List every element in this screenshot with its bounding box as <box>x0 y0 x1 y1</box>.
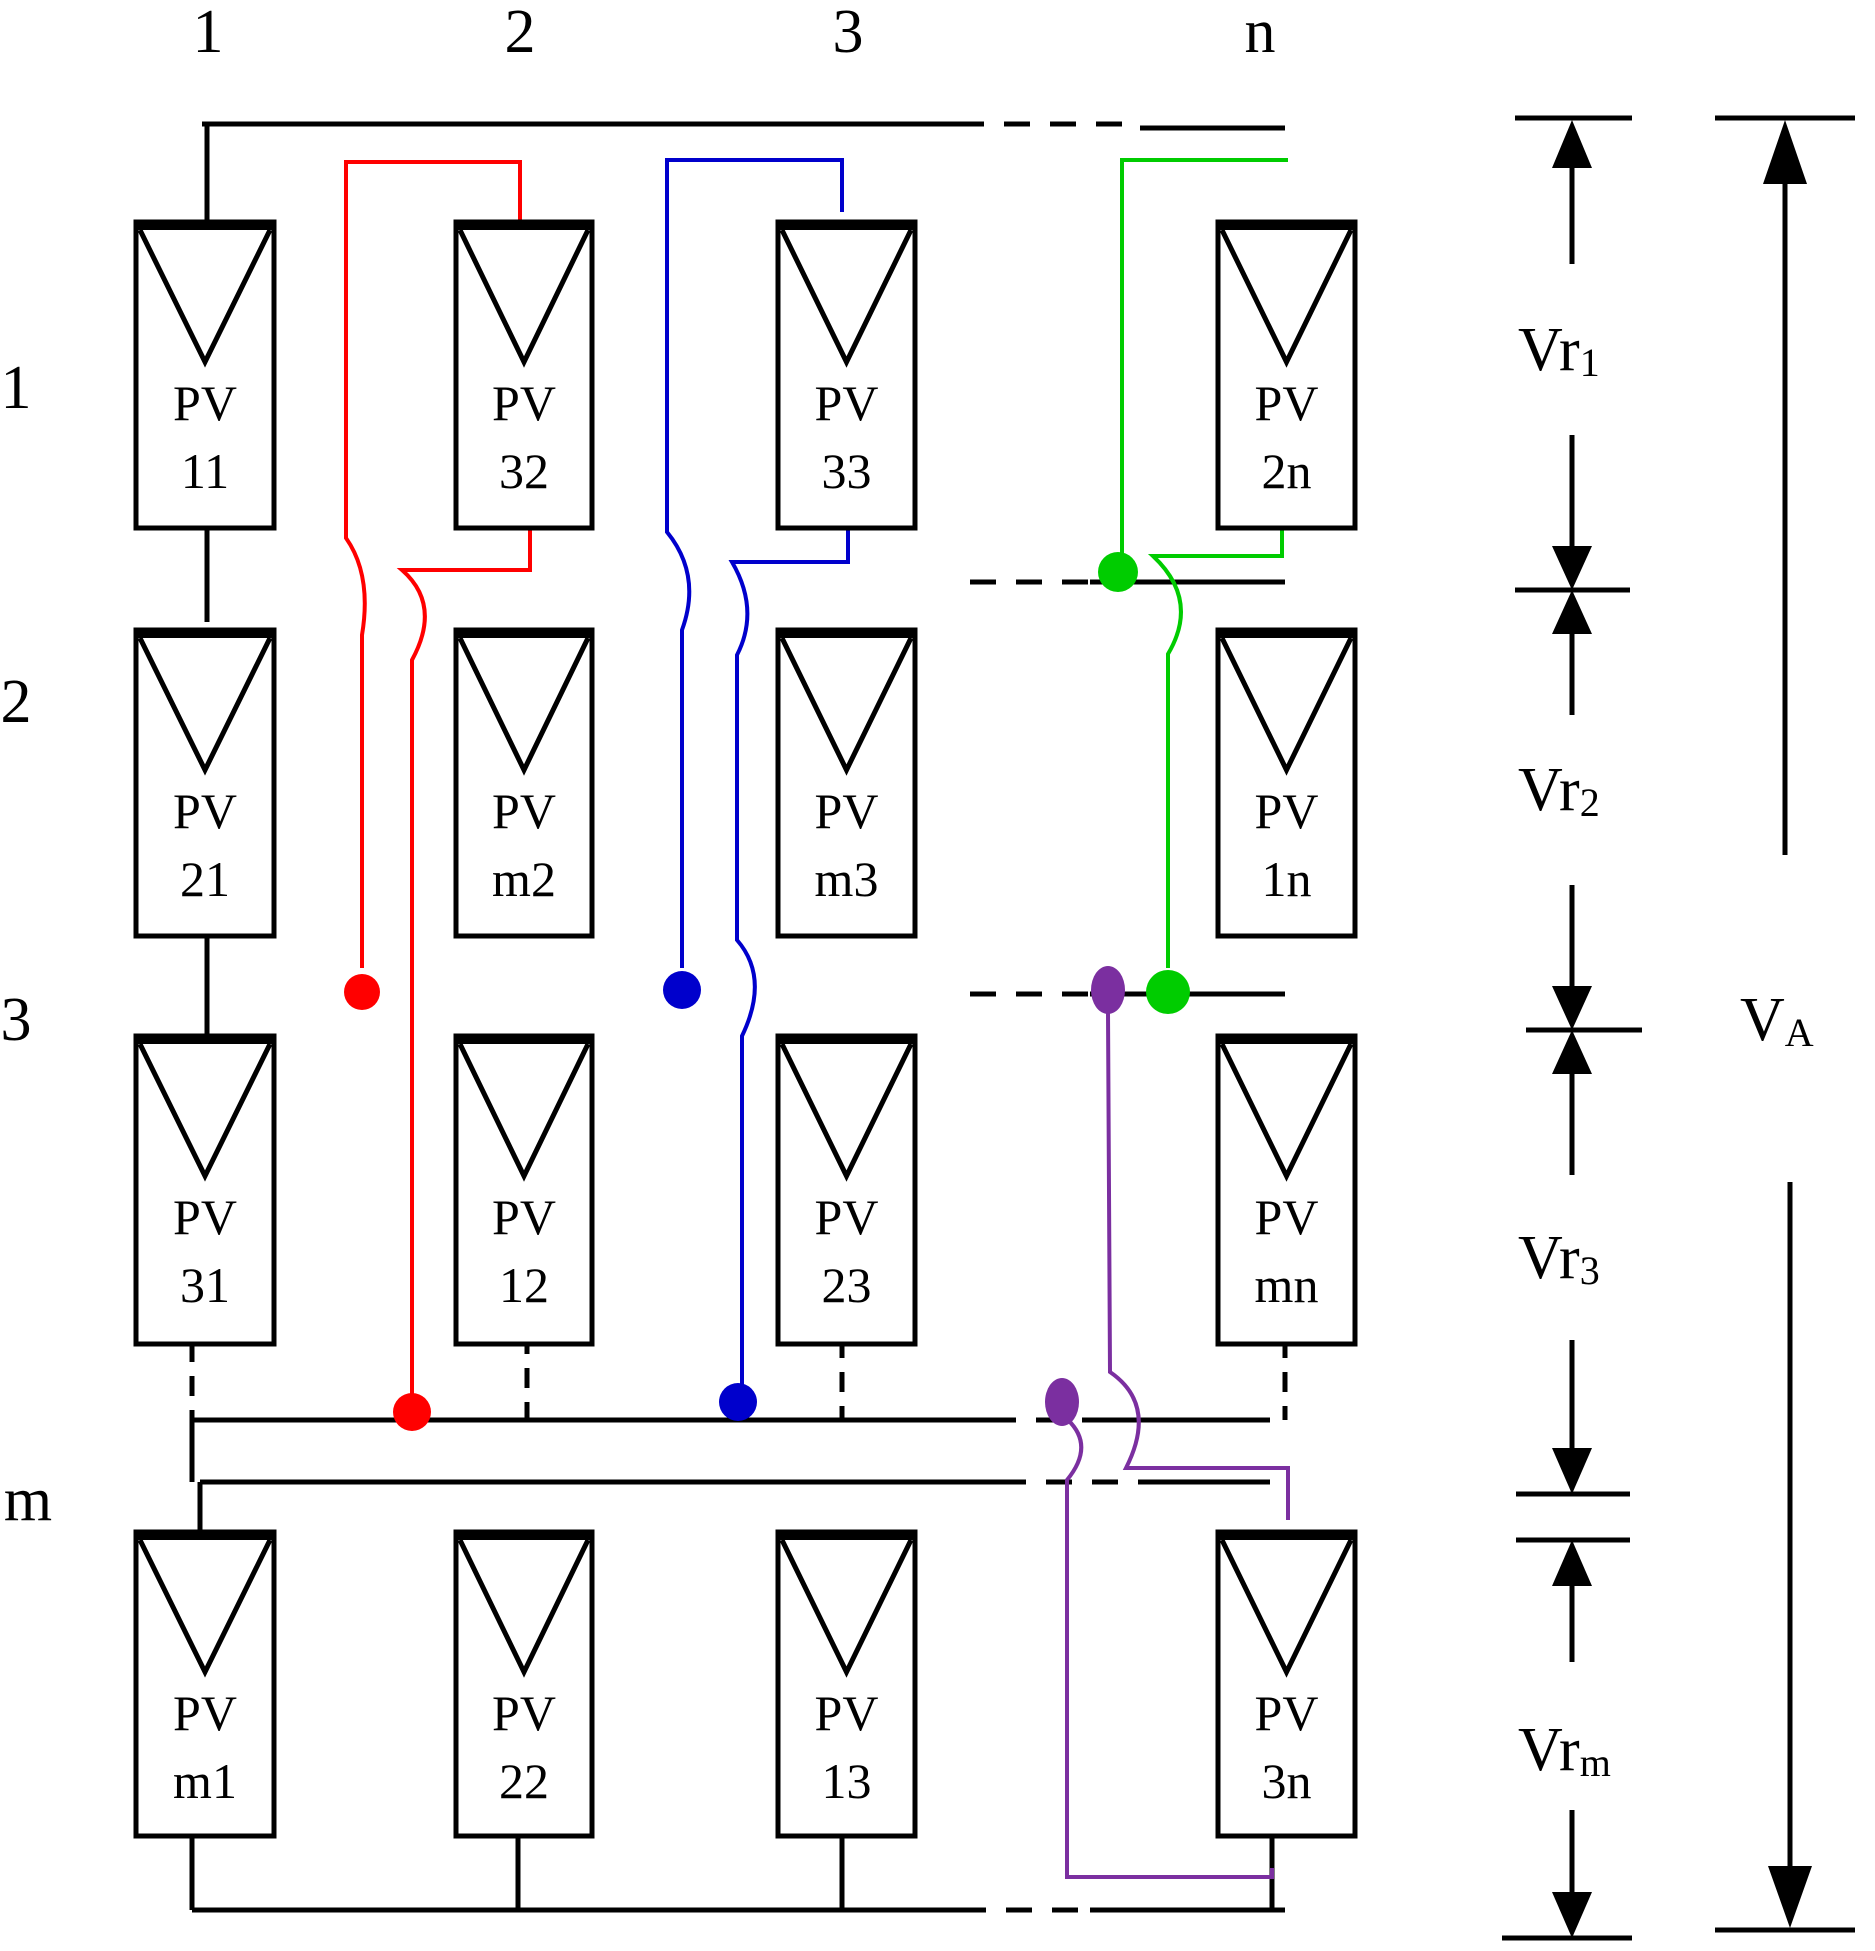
voltage-label-vr3: Vr3 <box>1518 1224 1600 1293</box>
pv-module: PV 13 <box>775 1529 918 1839</box>
pv-module: PV 1n <box>1215 627 1358 939</box>
pv-module-prefix: PV <box>492 375 556 431</box>
column-label: 3 <box>833 0 864 66</box>
purple-wiring <box>1045 966 1290 1879</box>
pv-module-id: 12 <box>499 1257 549 1313</box>
pv-module: PV 31 <box>133 1033 277 1347</box>
voltage-label-vrm: Vrm <box>1518 1716 1611 1785</box>
voltage-label-vr2: Vr2 <box>1518 756 1600 825</box>
pv-module-id: 32 <box>499 443 549 499</box>
row-label: m <box>4 1466 52 1534</box>
pv-module-prefix: PV <box>815 1189 879 1245</box>
column-label: 2 <box>505 0 536 66</box>
pv-module: PV 21 <box>133 627 277 939</box>
pv-module-triangle-icon <box>779 636 914 776</box>
pv-module-triangle-icon <box>1219 636 1354 776</box>
pv-module-triangle-icon <box>1219 1538 1354 1678</box>
pv-module-triangle-icon <box>137 228 273 368</box>
voltage-scale <box>1502 115 1855 1941</box>
pv-module: PV m1 <box>133 1529 277 1839</box>
pv-module-prefix: PV <box>173 375 237 431</box>
green-wiring <box>1098 158 1288 1014</box>
pv-module-id: 31 <box>180 1257 230 1313</box>
pv-module-id: 33 <box>822 443 872 499</box>
pv-module-prefix: PV <box>492 1189 556 1245</box>
pv-module-id: 23 <box>822 1257 872 1313</box>
pv-module: PV m2 <box>453 627 595 939</box>
pv-module-prefix: PV <box>173 1189 237 1245</box>
pv-module-prefix: PV <box>1255 1685 1319 1741</box>
pv-module-prefix: PV <box>173 783 237 839</box>
pv-module-triangle-icon <box>779 228 914 368</box>
pv-module-triangle-icon <box>1219 1042 1354 1182</box>
pv-module-triangle-icon <box>1219 228 1354 368</box>
pv-module-triangle-icon <box>457 228 591 368</box>
pv-module-triangle-icon <box>457 636 591 776</box>
column-label: 1 <box>193 0 224 66</box>
pv-module: PV 12 <box>453 1033 595 1347</box>
pv-module-id: m2 <box>492 851 556 907</box>
pv-module-triangle-icon <box>779 1042 914 1182</box>
pv-module-id: m1 <box>173 1753 237 1809</box>
pv-module: PV 23 <box>775 1033 918 1347</box>
pv-module-id: 21 <box>180 851 230 907</box>
pv-module-id: 13 <box>822 1753 872 1809</box>
pv-module-triangle-icon <box>779 1538 914 1678</box>
red-wiring <box>344 160 532 1431</box>
pv-module-triangle-icon <box>457 1042 591 1182</box>
pv-module: PV 22 <box>453 1529 595 1839</box>
pv-module-id: 22 <box>499 1753 549 1809</box>
column-label: n <box>1245 0 1276 66</box>
pv-module-triangle-icon <box>137 636 273 776</box>
row-label: 3 <box>1 986 32 1054</box>
pv-module-id: mn <box>1255 1257 1319 1313</box>
blue-wiring <box>663 158 850 1421</box>
pv-module-prefix: PV <box>815 1685 879 1741</box>
pv-modules: PV11PV32PV33PV2nPV21PVm2PVm3PV1nPV31PV12… <box>133 219 1358 1839</box>
pv-module: PV 3n <box>1215 1529 1358 1839</box>
pv-module-prefix: PV <box>815 375 879 431</box>
pv-module: PV 33 <box>775 219 918 531</box>
pv-module: PV mn <box>1215 1033 1358 1347</box>
row-label: 1 <box>1 354 32 422</box>
pv-module-prefix: PV <box>173 1685 237 1741</box>
pv-module-triangle-icon <box>137 1042 273 1182</box>
pv-module: PV 2n <box>1215 219 1358 531</box>
row-labels: 1 2 3 m <box>1 354 53 1534</box>
pv-module-id: 11 <box>181 443 229 499</box>
pv-module-prefix: PV <box>492 783 556 839</box>
voltage-labels: Vr1 Vr2 Vr3 Vrm VA <box>1518 316 1814 1785</box>
voltage-label-vr1: Vr1 <box>1518 316 1600 385</box>
pv-module: PV m3 <box>775 627 918 939</box>
pv-module-prefix: PV <box>815 783 879 839</box>
pv-module-prefix: PV <box>1255 375 1319 431</box>
voltage-label-va: VA <box>1740 986 1814 1055</box>
pv-module-id: 3n <box>1262 1753 1312 1809</box>
pv-module-id: 2n <box>1262 443 1312 499</box>
column-labels: 1 2 3 n <box>193 0 1276 66</box>
pv-module: PV 11 <box>133 219 277 531</box>
row-label: 2 <box>1 668 32 736</box>
pv-module-prefix: PV <box>1255 783 1319 839</box>
pv-module-id: m3 <box>815 851 879 907</box>
pv-module-triangle-icon <box>137 1538 273 1678</box>
pv-module-prefix: PV <box>492 1685 556 1741</box>
pv-module-triangle-icon <box>457 1538 591 1678</box>
pv-module: PV 32 <box>453 219 595 531</box>
pv-module-id: 1n <box>1262 851 1312 907</box>
pv-module-prefix: PV <box>1255 1189 1319 1245</box>
